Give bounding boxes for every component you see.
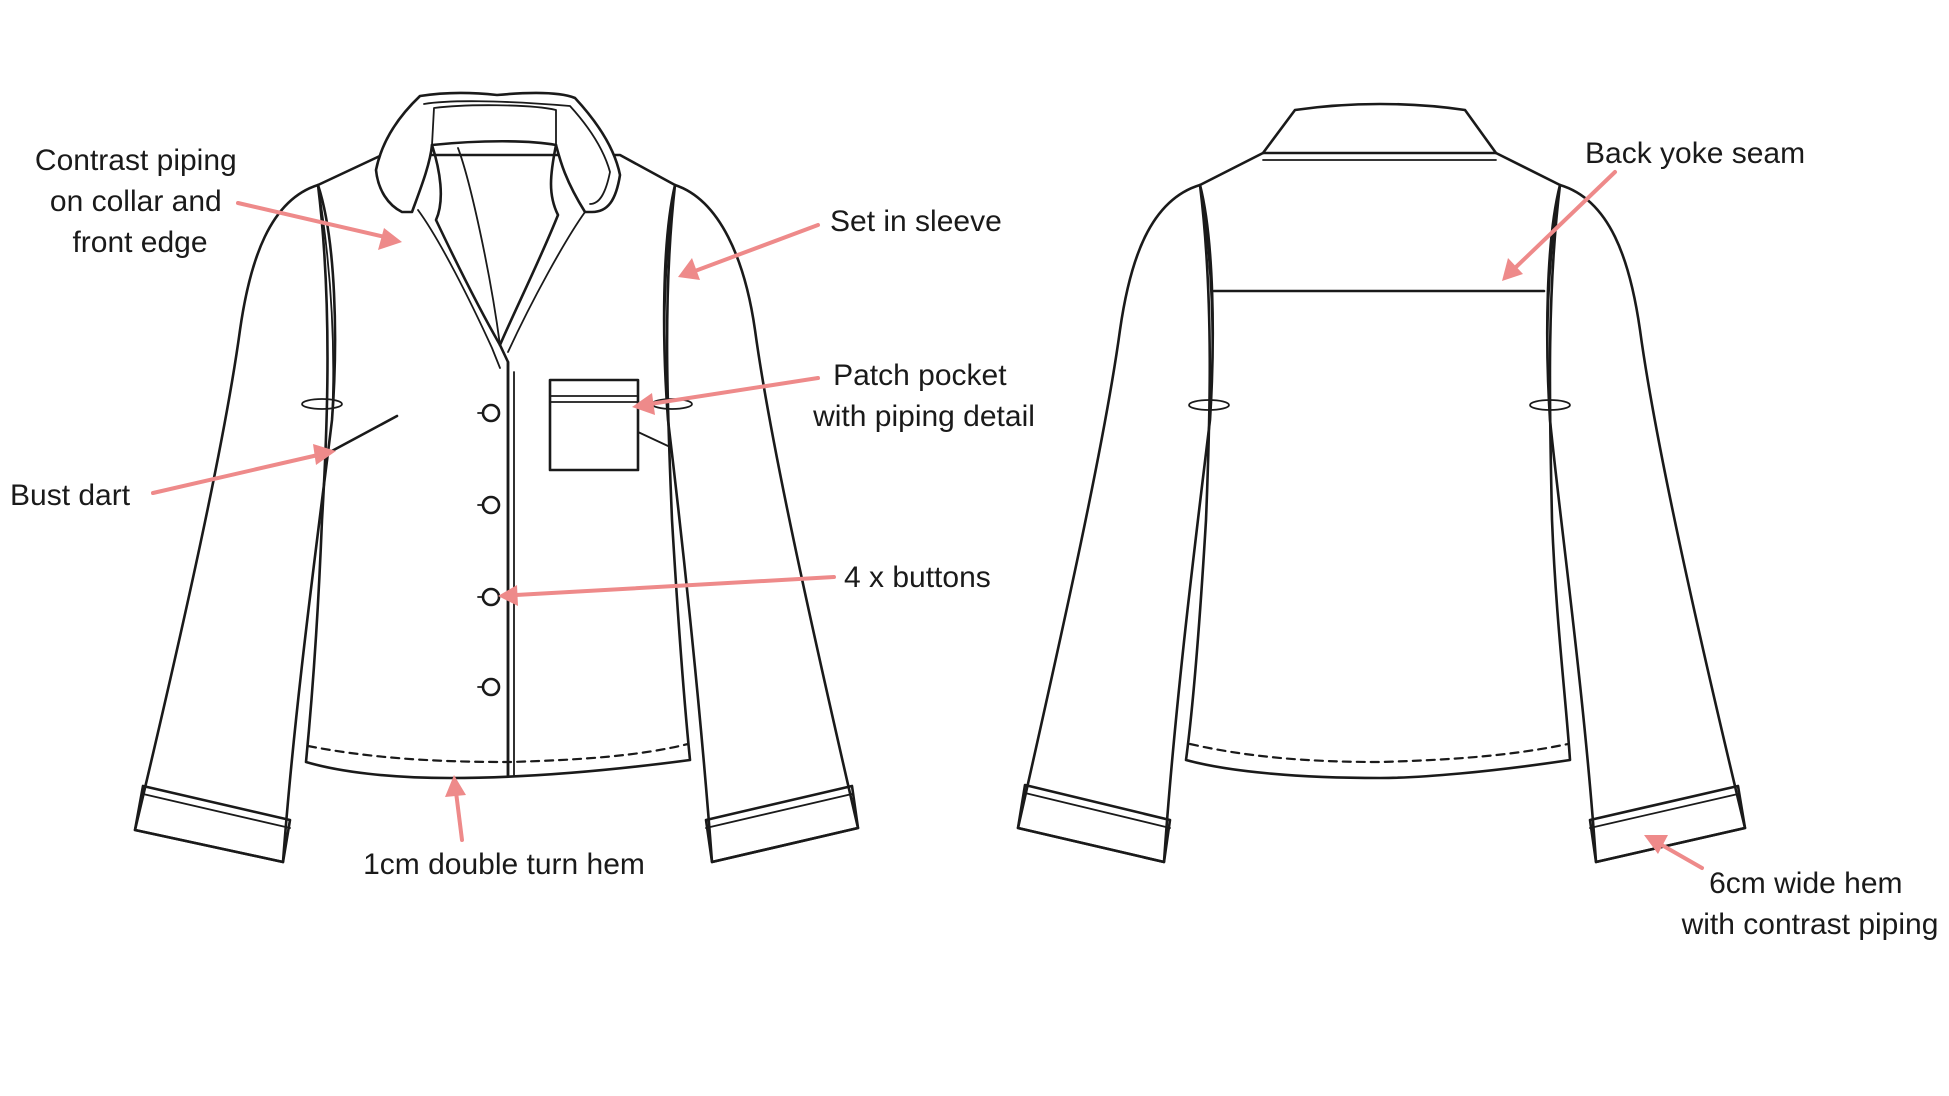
front-left-cuff-piping [142, 793, 291, 829]
callout-arrows [151, 170, 1704, 870]
front-view [133, 91, 860, 864]
label-patch-pocket-line-1: Patch pocket [833, 359, 1007, 392]
label-set-in-sleeve-line-1: Set in sleeve [830, 205, 1002, 238]
back-left-cuff [1016, 783, 1172, 864]
front-hem-stitching [306, 742, 690, 764]
front-collar-stand [431, 104, 557, 146]
front-right-sleeve [662, 183, 860, 864]
front-left-lapel [430, 143, 510, 777]
bust-dart [328, 414, 399, 454]
back-right-sleeve [1545, 183, 1747, 864]
button-1 [481, 403, 501, 423]
back-left-cuff-piping [1024, 792, 1171, 829]
arrow-back-yoke [1513, 170, 1617, 270]
back-right-side-loop [1529, 399, 1571, 411]
label-contrast-piping-line-2: on collar and [50, 185, 222, 218]
front-right-lapel-piping [507, 211, 586, 353]
label-hem-front: 1cm double turn hem [363, 848, 645, 881]
arrow-buttons [514, 575, 836, 597]
label-bust-dart-line-1: Bust dart [10, 479, 131, 512]
button-4 [481, 677, 501, 697]
label-hem-front-line-1: 1cm double turn hem [363, 848, 645, 881]
arrow-bust-dart [151, 453, 320, 495]
front-left-side-loop [301, 398, 343, 410]
front-right-cuff [704, 784, 860, 864]
button-2 [481, 495, 501, 515]
label-buttons-line-1: 4 x buttons [844, 561, 991, 594]
front-body [304, 153, 692, 780]
label-contrast-piping: Contrast piping on collar and front edge [35, 144, 245, 259]
label-contrast-piping-line-3: front edge [72, 226, 207, 259]
back-view [1016, 102, 1747, 864]
label-patch-pocket: Patch pocket with piping detail [812, 359, 1035, 433]
back-left-side-loop [1188, 399, 1230, 411]
front-left-lapel-piping [417, 209, 501, 369]
front-neck-notch [457, 147, 501, 346]
back-right-cuff-piping [1589, 793, 1739, 829]
arrow-set-in-sleeve [693, 223, 820, 273]
pocket-side-line [637, 431, 669, 447]
front-collar-piping [423, 100, 611, 205]
patch-pocket [548, 378, 640, 472]
back-hem-stitching [1188, 742, 1570, 764]
label-back-yoke-line-1: Back yoke seam [1585, 137, 1805, 170]
back-left-sleeve [1016, 183, 1215, 864]
label-patch-pocket-line-2: with piping detail [812, 400, 1035, 433]
label-wide-hem: 6cm wide hem with contrast piping [1681, 867, 1939, 941]
back-body [1184, 151, 1572, 780]
labels: Contrast piping on collar and front edge… [10, 137, 1938, 941]
back-collar [1261, 102, 1498, 155]
label-set-in-sleeve: Set in sleeve [830, 205, 1002, 238]
arrow-contrast-piping [236, 201, 387, 239]
label-back-yoke: Back yoke seam [1585, 137, 1805, 170]
label-buttons: 4 x buttons [844, 561, 991, 594]
label-bust-dart: Bust dart [10, 479, 131, 512]
label-wide-hem-line-2: with contrast piping [1681, 908, 1939, 941]
button-3 [481, 587, 501, 607]
front-left-cuff [133, 784, 292, 864]
front-right-lapel [498, 143, 560, 347]
label-contrast-piping-line-1: Contrast piping [35, 144, 237, 177]
arrow-patch-pocket [648, 376, 820, 406]
front-buttons [477, 403, 501, 697]
front-right-cuff-piping [705, 793, 853, 829]
arrow-hem [454, 790, 464, 842]
label-wide-hem-line-1: 6cm wide hem [1709, 867, 1902, 900]
back-right-cuff [1588, 784, 1747, 864]
arrow-wide-hem [1658, 842, 1704, 870]
front-collar [374, 91, 622, 214]
